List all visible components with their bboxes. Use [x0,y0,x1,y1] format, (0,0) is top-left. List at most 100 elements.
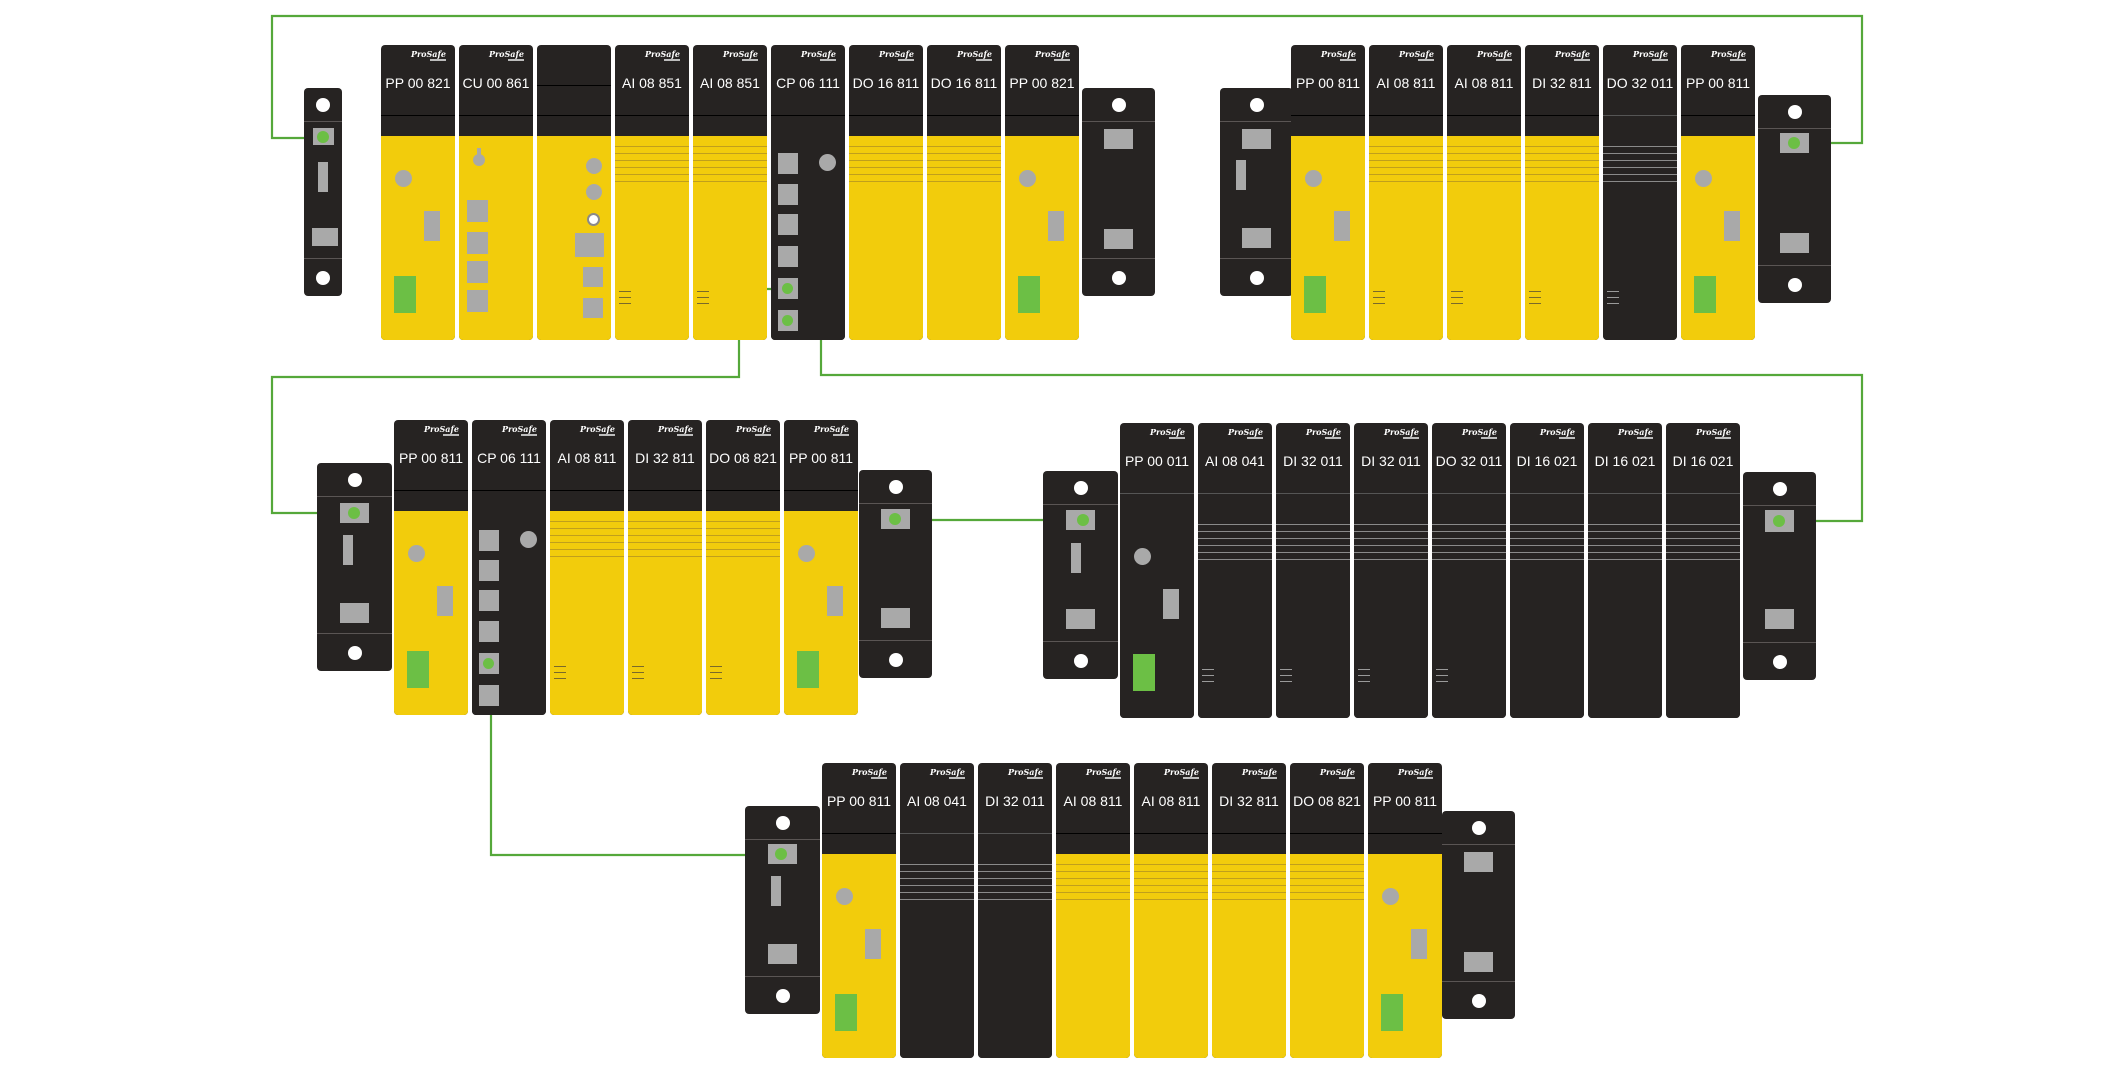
module-rack2-6[interactable]: ProSafe PP 00 811 [1681,45,1755,340]
cp-port [479,560,499,581]
status-indicator [1134,548,1151,565]
cp-port [479,530,499,551]
mount-hole [316,271,330,285]
module-label: AI 08 811 [1141,793,1201,809]
mount-hole [1787,278,1802,292]
status-indicator [1695,170,1712,187]
status-indicator [586,158,602,174]
prosafe-logo: ProSafe [929,767,965,777]
module-rack3-4[interactable]: ProSafe DI 32 811 [628,420,702,715]
module-label: PP 00 821 [385,75,451,91]
module-rack3-2[interactable]: ProSafe CP 06 111 [472,420,546,715]
prosafe-logo: ProSafe [1241,767,1277,777]
module-rack4-6[interactable]: ProSafe DI 16 021 [1510,423,1584,718]
module-rack5-7[interactable]: ProSafe DO 08 821 [1290,763,1364,1058]
display-indicator [583,298,603,318]
module-rack2-4[interactable]: ProSafe DI 32 811 [1525,45,1599,340]
module-label: AI 08 811 [557,450,617,466]
module-label: AI 08 041 [907,793,967,809]
mount-hole [1073,481,1088,495]
module-rack5-6[interactable]: ProSafe DI 32 811 [1212,763,1286,1058]
mount-hole [1787,105,1802,119]
port-led [348,507,360,519]
module-label: AI 08 811 [1063,793,1123,809]
module-rack5-1[interactable]: ProSafe PP 00 811 [822,763,896,1058]
module-rack1-7[interactable]: ProSafe DO 16 811 [849,45,923,340]
mount-hole [1073,654,1088,668]
module-label: DO 32 011 [1606,75,1674,91]
power-led [407,651,429,688]
module-rack1-2[interactable]: ProSafe CU 00 861 [459,45,533,340]
slot-indicator [771,876,781,906]
module-label: DI 32 811 [1532,75,1592,91]
module-rack3-1[interactable]: ProSafe PP 00 811 [394,420,468,715]
port-led [775,848,787,860]
terminal-block [881,608,910,628]
module-rack5-4[interactable]: ProSafe AI 08 811 [1056,763,1130,1058]
module-rack2-3[interactable]: ProSafe AI 08 811 [1447,45,1521,340]
cu-indicator [467,232,488,254]
module-rack4-3[interactable]: ProSafe DI 32 011 [1276,423,1350,718]
prosafe-logo: ProSafe [1398,49,1434,59]
cp-port [778,214,798,235]
module-label: PP 00 811 [1372,793,1438,809]
prosafe-logo: ProSafe [1305,427,1341,437]
prosafe-logo: ProSafe [722,49,758,59]
module-rack1-1[interactable]: ProSafe PP 00 821 [381,45,455,340]
mount-hole [775,989,790,1003]
mount-hole [1249,98,1264,112]
terminal-block [1242,228,1271,248]
module-label: AI 08 811 [1376,75,1436,91]
module-rack3-6[interactable]: ProSafe PP 00 811 [784,420,858,715]
module-rack4-8[interactable]: ProSafe DI 16 021 [1666,423,1740,718]
module-rack1-6[interactable]: ProSafe CP 06 111 [771,45,845,340]
mount-hole [1471,994,1486,1008]
prosafe-logo: ProSafe [1397,767,1433,777]
port-led [889,513,901,525]
module-rack3-3[interactable]: ProSafe AI 08 811 [550,420,624,715]
cp-port [479,590,499,611]
mount-hole [1249,271,1264,285]
rack-1-left-endcap [304,88,342,296]
power-led [1694,276,1716,313]
cp-port [479,621,499,642]
module-rack5-8[interactable]: ProSafe PP 00 811 [1368,763,1442,1058]
module-rack5-2[interactable]: ProSafe AI 08 041 [900,763,974,1058]
module-rack1-9[interactable]: ProSafe PP 00 821 [1005,45,1079,340]
module-rack4-5[interactable]: ProSafe DO 32 011 [1432,423,1506,718]
power-switch [1048,211,1064,241]
module-label: DI 16 021 [1594,453,1656,469]
module-rack5-3[interactable]: ProSafe DI 32 011 [978,763,1052,1058]
prosafe-logo: ProSafe [488,49,524,59]
module-label: DO 08 821 [1293,793,1361,809]
module-rack1-5[interactable]: ProSafe AI 08 851 [693,45,767,340]
module-rack3-5[interactable]: ProSafe DO 08 821 [706,420,780,715]
status-indicator [1305,170,1322,187]
slot-indicator [343,535,353,565]
prosafe-logo: ProSafe [851,767,887,777]
module-rack4-4[interactable]: ProSafe DI 32 011 [1354,423,1428,718]
module-rack1-8[interactable]: ProSafe DO 16 811 [927,45,1001,340]
module-rack1-3[interactable] [537,45,611,340]
terminal-block [1104,129,1133,149]
prosafe-logo: ProSafe [813,424,849,434]
power-switch [865,929,881,959]
prosafe-logo: ProSafe [410,49,446,59]
module-rack2-1[interactable]: ProSafe PP 00 811 [1291,45,1365,340]
module-rack1-4[interactable]: ProSafe AI 08 851 [615,45,689,340]
status-indicator [395,170,412,187]
module-rack4-1[interactable]: ProSafe PP 00 011 [1120,423,1194,718]
module-label: PP 00 811 [1295,75,1361,91]
module-rack4-2[interactable]: ProSafe AI 08 041 [1198,423,1272,718]
module-rack4-7[interactable]: ProSafe DI 16 021 [1588,423,1662,718]
port-led [483,658,494,669]
module-rack2-2[interactable]: ProSafe AI 08 811 [1369,45,1443,340]
status-indicator [1382,888,1399,905]
prosafe-logo: ProSafe [800,49,836,59]
module-rack5-5[interactable]: ProSafe AI 08 811 [1134,763,1208,1058]
power-led [1018,276,1040,313]
port-led [782,283,793,294]
module-rack2-5[interactable]: ProSafe DO 32 011 [1603,45,1677,340]
prosafe-logo: ProSafe [735,424,771,434]
prosafe-logo: ProSafe [1319,767,1355,777]
